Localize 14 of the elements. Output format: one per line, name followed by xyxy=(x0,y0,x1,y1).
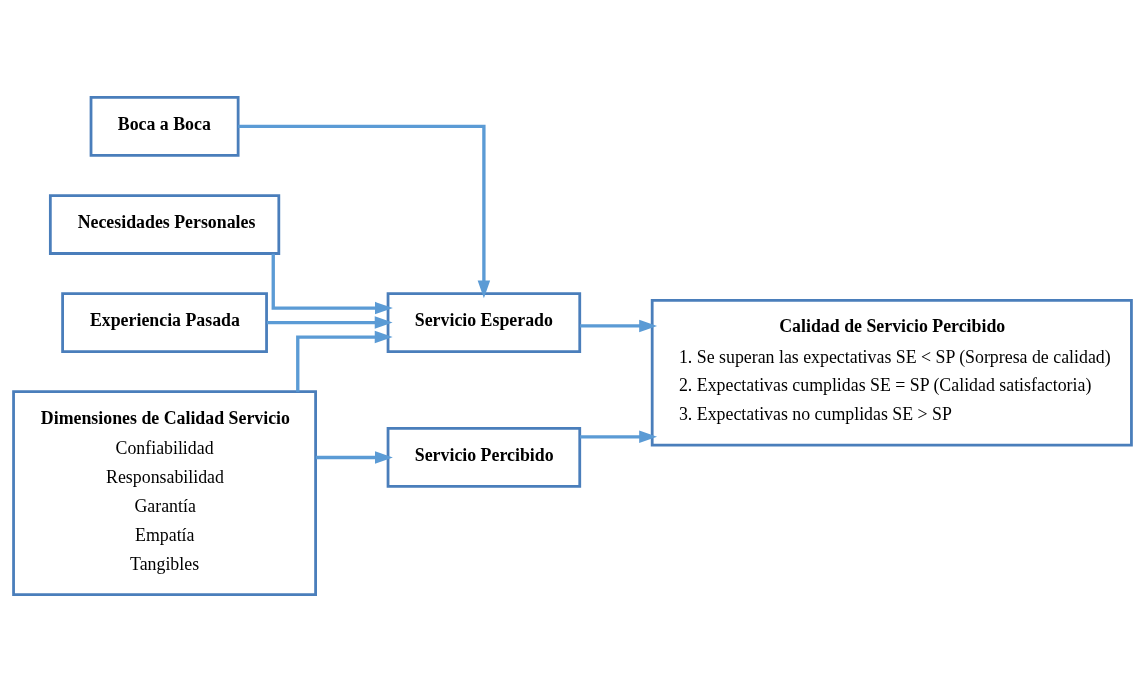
arrow xyxy=(315,450,393,464)
arrow xyxy=(238,124,491,298)
node-box: Calidad de Servicio Percibido 1. Se superan las expectativas SE < SP (Sorpresa de calidad) 2. Expectativas cumplidas SE = SP (Calidad satisfactoria) 3. Expectativas no cumplidas SE > SP xyxy=(650,298,1133,447)
node-box: Experiencia Pasada xyxy=(61,291,268,353)
arrow xyxy=(580,319,658,332)
node-box: Boca a Boca xyxy=(89,95,240,157)
node-box: Servicio Esperado xyxy=(386,291,582,353)
arrow xyxy=(296,330,393,392)
node-box: Dimensiones de Calidad Servicio Confiabilidad Responsabilidad Garantía Empatía Tangibles xyxy=(12,389,317,596)
arrow xyxy=(271,253,393,314)
arrow xyxy=(580,430,658,443)
node-box: Necesidades Personales xyxy=(48,193,281,255)
arrow xyxy=(266,315,393,329)
node-box: Servicio Percibido xyxy=(386,426,582,488)
